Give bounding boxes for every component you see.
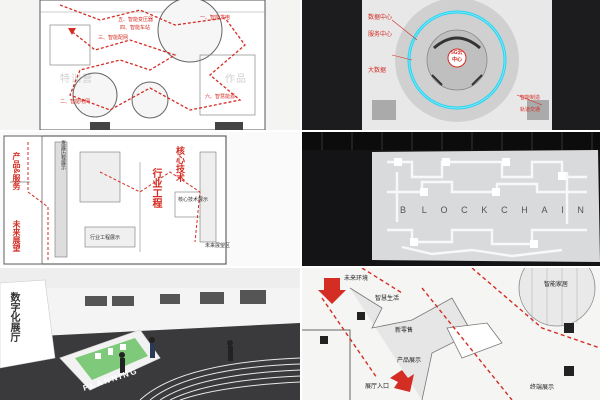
zone-label-1: 五、智能变压器 [118,17,154,23]
zone-hall-entrance: 展厅入口 [365,384,390,390]
hall-left-label-3: 大数据 [368,68,387,74]
tile-ring-hall: 5G云 中心 数据中心 服务中心 大数据 智能制造 轨道交通 [302,0,600,130]
ring-center-line1: 5G云 [451,50,463,56]
zone-terminal-display: 终端展示 [530,385,555,391]
label-industry-engineering: 行业工程 [150,168,161,208]
wall-title: 数字化展厅 [8,292,19,342]
letter-o: O [440,205,448,215]
letter-k: K [481,205,488,215]
zone-label-6: 六、智慧能源 [205,94,236,100]
ring-hall-drawing [362,0,552,130]
entrance-plan-drawing [302,268,600,400]
zone-label-2: 四、智能车站 [120,25,151,31]
watermark-right: 作品 [225,74,247,85]
tile-exhibition-render: 数字化展厅 PLANNING [0,268,300,400]
zone-core-display: 核心技术展示 [178,197,209,203]
zone-new-retail: 新零售 [395,328,414,334]
letter-h: H [521,205,528,215]
letter-a: A [541,205,548,215]
blockchain-wall-drawing [302,132,600,262]
zone-future-area: 未来展望区 [205,243,231,249]
zone-future-environment: 未来环境 [344,276,369,282]
zone-smart-home: 智能家居 [544,282,569,288]
hall-left-label-2: 服务中心 [368,32,393,38]
render-drawing [0,268,300,400]
blockchain-letters: B L O C K C H A I N [400,200,584,220]
letter-i: I [561,205,564,215]
zone-industry-display: 行业工程展示 [90,235,121,241]
letter-c2: C [501,205,508,215]
hall-right-label-2: 轨道交通 [520,107,541,113]
zone-label-3: 三、智能配网 [98,35,129,41]
zone-product-display: 产品展示 [397,358,422,364]
exhibition-plan-drawing [3,135,227,265]
zone-label-4: 一、智能发电 [200,15,231,21]
label-products-services: 产品&服务 [12,152,21,190]
zone-history-display: 发展历程展示 [60,140,66,170]
zone-label-5: 二、智能电网 [60,99,91,105]
letter-b: B [400,205,409,215]
tile-blockchain-wall: B L O C K C H A I N [302,132,600,266]
tile-exhibition-plan: 产品&服务 未来展望 行业工程 核心技术 行业工程展示 核心技术展示 发展历程展… [0,132,300,266]
ring-center-line2: 中心 [452,57,463,63]
hall-right-label-1: 智能制造 [520,95,541,101]
floor-plan-drawing [39,0,266,130]
letter-l: L [421,205,427,215]
tile-entrance-plan: 未来环境 智慧生活 新零售 产品展示 展厅入口 终端展示 智能家居 [302,268,600,400]
letter-c: C [461,205,468,215]
hall-left-label-1: 数据中心 [368,15,393,21]
tile-floor-plan-route: 五、智能变压器 四、智能车站 三、智能配网 一、智能发电 二、智能电网 六、智慧… [0,0,300,130]
label-future-outlook: 未来展望 [12,220,21,252]
zone-smart-life: 智慧生活 [375,296,400,302]
letter-n: N [577,205,584,215]
watermark-left: 特训营 [60,74,93,85]
label-core-technology: 核心技术 [175,146,185,182]
